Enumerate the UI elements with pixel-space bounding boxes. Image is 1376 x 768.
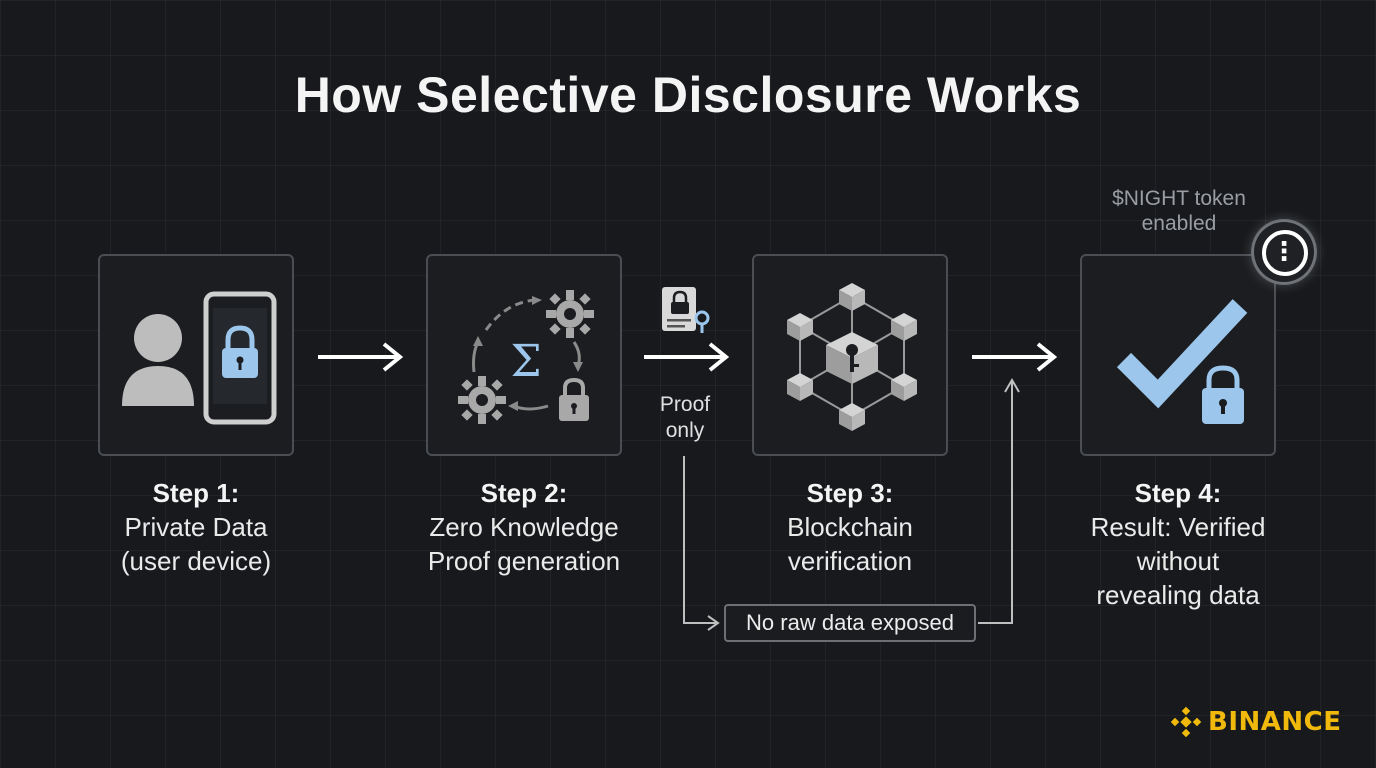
step-2-description: Zero Knowledge Proof generation	[427, 512, 621, 576]
info-icon-glyph: ⋮	[1271, 236, 1297, 266]
step-2-number: Step 2:	[480, 478, 568, 508]
zk-proof-cycle-icon: Σ	[458, 290, 594, 424]
token-label: $NIGHT token enabled	[1112, 187, 1246, 235]
blockchain-network-icon	[787, 283, 917, 431]
step-1-caption: Step 1: Private Data (user device)	[56, 476, 336, 578]
step-1-description: Private Data (user device)	[120, 512, 272, 576]
binance-brand: BINANCE	[1170, 702, 1341, 742]
page-title: How Selective Disclosure Works	[294, 67, 1082, 123]
step-4-number: Step 4:	[1134, 478, 1222, 508]
arrow-right-icon	[972, 342, 1058, 372]
step-3-description: Blockchain verification	[787, 512, 913, 576]
proof-only-label: Proof only	[659, 393, 711, 442]
step-4-description: Result: Verified without revealing data	[1090, 512, 1266, 610]
step-1-number: Step 1:	[152, 478, 240, 508]
step-3-card	[752, 254, 948, 456]
step-2-caption: Step 2: Zero Knowledge Proof generation	[384, 476, 664, 578]
step-1-card	[98, 254, 294, 456]
arrow-right-icon	[644, 342, 730, 372]
info-icon	[1262, 230, 1308, 276]
step-3-caption: Step 3: Blockchain verification	[710, 476, 990, 578]
no-raw-data-label: No raw data exposed	[724, 604, 976, 642]
brand-name: BINANCE	[1208, 707, 1342, 737]
svg-text:Σ: Σ	[510, 336, 541, 387]
info-button[interactable]: ⋮	[1254, 222, 1314, 282]
user-phone-lock-icon	[122, 291, 277, 425]
arrow-right-icon	[318, 342, 404, 372]
step-3-number: Step 3:	[806, 478, 894, 508]
step-4-caption: Step 4: Result: Verified without reveali…	[1038, 476, 1318, 612]
binance-logo-icon	[1170, 706, 1202, 738]
step-4-card	[1080, 254, 1276, 456]
locked-document-icon	[662, 287, 710, 333]
checkmark-lock-icon	[1116, 299, 1248, 424]
step-2-card: Σ	[426, 254, 622, 456]
